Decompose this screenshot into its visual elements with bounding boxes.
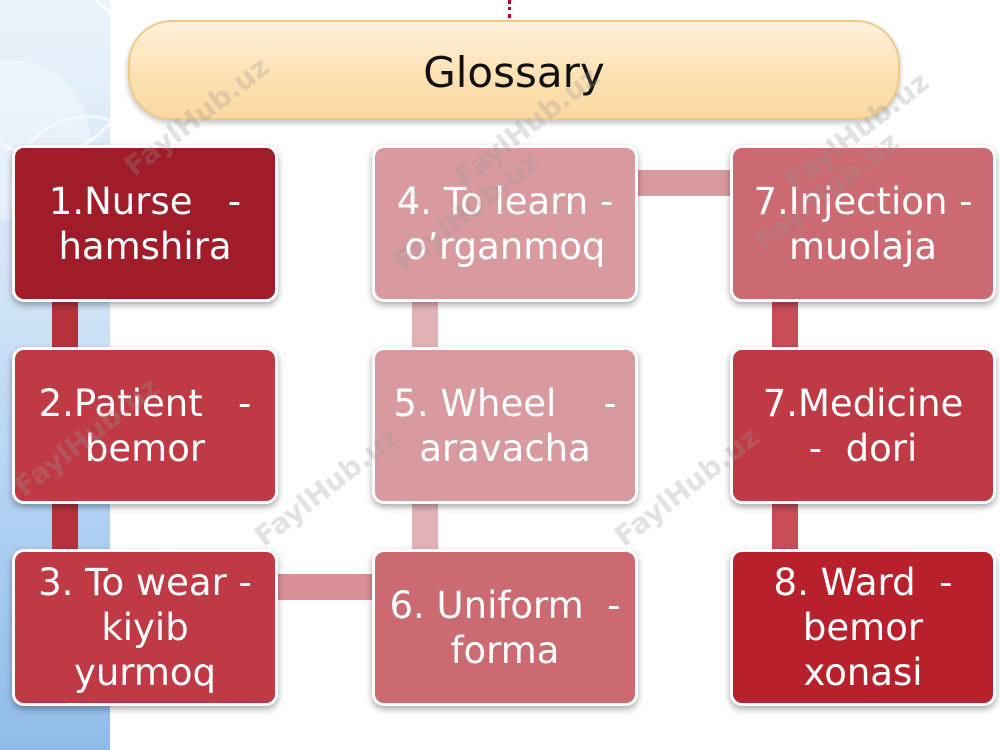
- glossary-item-8: 7.Medicine - dori: [730, 347, 996, 504]
- glossary-item-9: 8. Ward - bemor xonasi: [730, 549, 996, 706]
- glossary-item-7: 7.Injection - muolaja: [730, 145, 996, 302]
- page-title: Glossary: [423, 48, 605, 97]
- connector-col3-a: [772, 300, 798, 350]
- glossary-item-6: 6. Uniform - forma: [372, 549, 638, 706]
- connector-col3-b: [772, 502, 798, 552]
- glossary-item-4: 4. To learn - o’rganmoq: [372, 145, 638, 302]
- connector-col2-b: [412, 502, 438, 552]
- connector-col1-a: [52, 300, 78, 350]
- glossary-item-3: 3. To wear - kiyib yurmoq: [12, 549, 278, 706]
- connector-col2-a: [412, 300, 438, 350]
- title-banner: Glossary: [128, 20, 900, 120]
- connector-h-top: [636, 170, 732, 196]
- connector-col1-b: [52, 502, 78, 552]
- glossary-item-2: 2.Patient - bemor: [12, 347, 278, 504]
- glossary-item-1: 1.Nurse - hamshira: [12, 145, 278, 302]
- glossary-item-5: 5. Wheel - aravacha: [372, 347, 638, 504]
- connector-h-bottom: [276, 574, 374, 600]
- top-dotted-line: [508, 0, 517, 18]
